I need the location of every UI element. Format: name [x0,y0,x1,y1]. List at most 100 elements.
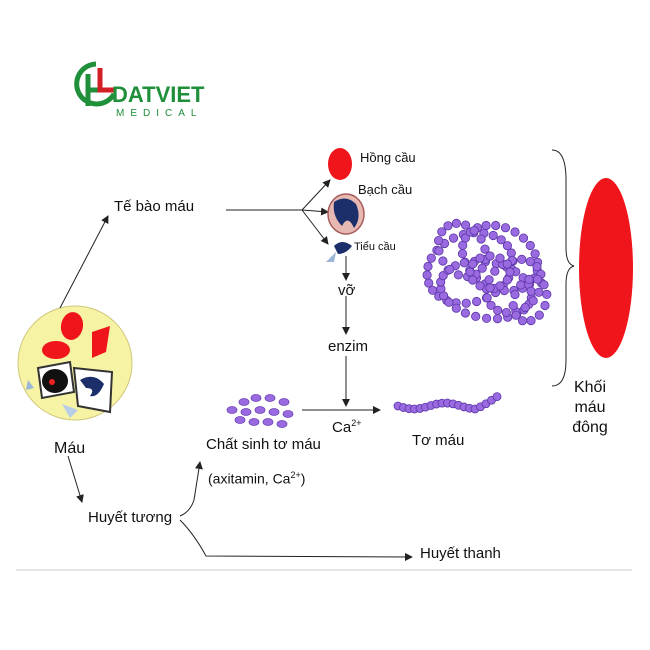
fibrin-bead-icon [502,275,512,285]
fibrin-bead-icon [438,256,448,266]
blood-sample-icon [17,305,133,421]
platelets-label: Tiểu cầu [354,241,396,253]
fibrin-bead-icon [451,218,461,228]
fibrin-bead-icon [485,283,495,293]
fibrin-bead-icon [465,267,475,277]
fibrin-bead-icon [493,305,503,315]
fibrin-bead-icon [480,244,490,254]
fibrin-bead-icon [532,262,542,272]
fibrin-bead-icon [524,274,534,284]
fibrin-bead-icon [481,313,492,323]
fibrin-bead-icon [540,300,550,311]
fibrin-bead-icon [492,392,502,402]
fibrin-bead-icon [460,308,470,318]
clot-label-line: Khối [573,379,607,396]
white-cells-label: Bạch cầu [358,182,413,197]
fibrinogen-label: Chất sinh tơ máu [206,436,321,453]
fibrin-bead-icon [488,230,498,241]
blood-label: Máu [54,440,86,457]
fibrin-bead-icon [508,300,518,311]
fibrin-bead-icon [501,307,511,318]
fibrinogen-components-close: ) [300,470,306,487]
fibrin-bead-icon [534,310,544,320]
fibrinogen-components-text: (axitamin, Ca [208,470,291,487]
arrow-to-wbc [301,207,329,216]
fibrin-bead-icon [530,249,540,259]
fibrin-bead-icon [471,311,481,321]
fibrin-bead-icon [517,316,528,326]
calcium-superscript: 2+ [351,418,362,428]
fibrin-bead-icon [460,233,470,243]
blood-rbc-icon [92,326,110,358]
fibrin-bead-icon [495,281,505,291]
arrow-blood-to-cells [59,215,109,309]
calcium-label: Ca2+ [332,418,361,436]
fibrin-bead-icon [460,220,471,230]
plasma-label: Huyết tương [88,509,173,526]
fibrin-bead-icon [484,275,494,285]
fibrin-bead-icon [475,281,485,291]
fibrin-bead-icon [424,278,434,288]
fibrin-strand-icon [393,392,502,414]
fibrin-bead-icon [482,293,492,303]
fibrin-label: Tơ máu [412,432,465,449]
fibrin-bead-icon [448,233,459,243]
fibrin-bead-icon [453,270,463,280]
clot-label-line: máu [574,399,606,416]
fibrin-bead-icon [481,220,491,231]
fibrinogen-components-label: (axitamin, Ca2+) [208,470,305,487]
datviet-logo-icon [74,61,117,107]
fibrin-bead-icon [451,303,461,313]
enzyme-label: enzim [328,338,369,355]
fibrin-bead-icon [492,313,503,324]
fibrin-bead-icon [490,266,500,276]
serum-label: Huyết thanh [420,545,501,562]
fibrin-bead-icon [434,246,444,256]
fibrin-bead-icon [526,286,536,296]
fibrinogen-components-superscript: 2+ [290,470,301,480]
fibrinogen-particles-icon [226,394,294,428]
fibrin-bead-icon [539,280,549,290]
calcium-text: Ca [332,419,352,436]
platelet-icon [326,242,352,262]
fibrin-bead-icon [520,302,530,313]
fibrin-bead-icon [471,296,482,307]
arrow-plasma-to-fibrinogen [179,461,203,517]
arrow-to-platelet [301,209,329,245]
fibrin-bead-icon [476,234,486,244]
fibrin-bead-icon [468,275,478,285]
fibrin-bead-icon [485,251,495,261]
fibrin-bead-icon [477,263,487,273]
fibrin-bead-icon [525,240,535,251]
broken-label: vỡ [338,282,356,299]
fibrin-bead-icon [495,253,505,263]
fibrin-bead-icon [496,235,506,245]
fibrin-bead-icon [502,241,512,251]
arrow-plasma-to-serum [179,519,413,561]
clot-mesh-icon [422,218,552,326]
arrow-blood-to-plasma [67,455,84,503]
fibrin-bead-icon [422,270,432,280]
red-cell-icon [328,148,352,180]
blood-cells-label: Tế bào máu [114,198,195,215]
fibrin-bead-icon [468,259,478,269]
fibrin-bead-icon [459,258,469,268]
fibrin-bead-icon [518,233,529,243]
fibrin-bead-icon [475,253,485,263]
fibrin-bead-icon [505,267,515,277]
fibrin-bead-icon [534,287,544,297]
white-cell-icon [327,193,365,235]
fibrin-bead-icon [486,300,496,310]
fibrin-bead-icon [469,226,479,236]
fibrin-bead-icon [457,249,468,259]
red-cells-label: Hồng cầu [360,150,416,165]
fibrin-bead-icon [525,256,535,267]
fibrin-bead-icon [443,221,453,231]
blood-clot-icon [579,178,633,358]
arrow-to-rbc [301,179,331,211]
fibrin-bead-icon [526,315,536,326]
fibrin-bead-icon [437,227,447,237]
fibrin-bead-icon [426,253,436,263]
